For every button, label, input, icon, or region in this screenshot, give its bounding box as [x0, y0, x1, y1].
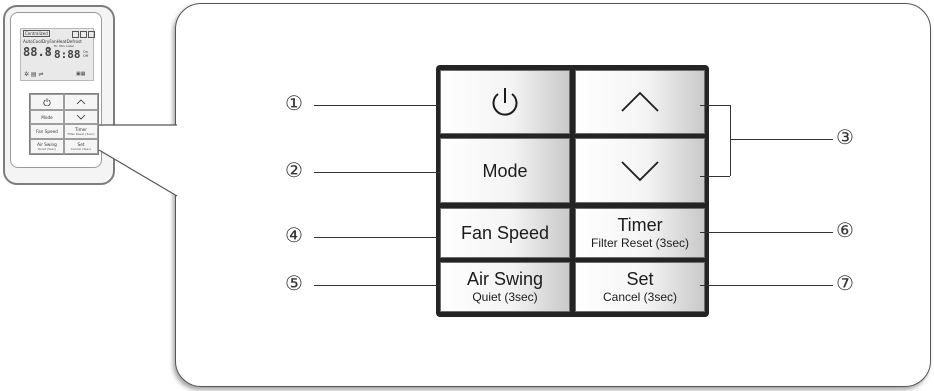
lcd-temperature: 88.8 — [23, 45, 52, 59]
air-swing-button[interactable]: Air Swing Quiet (3sec) — [440, 262, 570, 312]
lcd-mode-row: AutoCoolDryFanHeatDefrost — [23, 39, 82, 44]
lcd-mode-cool: Cool — [32, 39, 42, 44]
mode-button-label: Mode — [482, 160, 528, 181]
lcd-mode-dry: Dry — [41, 39, 50, 44]
mini-up-key — [64, 94, 98, 110]
callout-5: ⑤ — [285, 273, 303, 295]
set-button[interactable]: Set Cancel (3sec) — [575, 262, 705, 312]
temp-down-button[interactable] — [575, 138, 705, 203]
callout-3-bracket-side — [730, 105, 731, 176]
air-swing-label: Air Swing — [466, 269, 544, 289]
lcd-mode-defrost: Defrost — [66, 39, 82, 44]
mini-fan-speed-key: Fan Speed — [30, 124, 64, 139]
chevron-up-icon — [621, 91, 659, 112]
lcd-units: °C°F — [46, 47, 51, 55]
callout-7-line — [700, 285, 833, 286]
mini-mode-key: Mode — [30, 110, 64, 124]
fan-speed-button[interactable]: Fan Speed — [440, 208, 570, 258]
chevron-down-icon — [76, 114, 86, 120]
lcd-fan-icon: ✲ ▤ ⇌ — [24, 71, 44, 78]
callout-5-line — [314, 285, 440, 286]
set-sublabel: Cancel (3sec) — [602, 290, 678, 304]
power-button[interactable] — [440, 70, 570, 134]
air-swing-sublabel: Quiet (3sec) — [472, 290, 538, 304]
chevron-down-icon — [621, 160, 659, 181]
mode-button[interactable]: Mode — [440, 138, 570, 203]
lcd-time: 8:88 — [54, 48, 81, 61]
keypad: Mode Fan Speed Timer Filter Reset (3sec)… — [436, 65, 709, 317]
callout-3: ③ — [836, 127, 854, 149]
timer-button[interactable]: Timer Filter Reset (3sec) — [575, 208, 705, 258]
callout-3-line — [730, 139, 833, 140]
lcd-mode-fan: Fan — [49, 39, 57, 44]
lcd-filter-icon: ▣▦ — [76, 71, 86, 77]
callout-6-line — [700, 232, 833, 233]
callout-2: ② — [285, 160, 303, 182]
callout-2-line — [314, 172, 440, 173]
temp-up-button[interactable] — [575, 70, 705, 134]
lcd-mode-auto: Auto — [23, 39, 33, 44]
callout-3-bracket-top — [700, 105, 730, 106]
mini-power-key — [30, 94, 64, 110]
lcd-mode-heat: Heat — [56, 39, 67, 44]
lcd-centralized-label: Centralized — [23, 30, 50, 37]
set-label: Set — [626, 269, 654, 289]
power-icon — [492, 88, 518, 116]
lcd-time-labels: Hr. Min. Later — [54, 44, 75, 48]
timer-sublabel: Filter Reset (3sec) — [590, 236, 690, 250]
callout-1: ① — [285, 93, 303, 115]
callout-3-bracket-bottom — [700, 176, 730, 177]
callout-6: ⑥ — [836, 220, 854, 242]
callout-7: ⑦ — [836, 273, 854, 295]
power-icon — [43, 98, 51, 106]
chevron-up-icon — [76, 99, 86, 105]
callout-4-line — [314, 237, 440, 238]
lcd-status-icons — [71, 31, 95, 38]
callout-1-line — [314, 105, 440, 106]
fan-speed-label: Fan Speed — [460, 223, 550, 243]
lcd-display: Centralized AutoCoolDryFanHeatDefrost 88… — [20, 28, 95, 81]
mini-down-key — [64, 110, 98, 124]
callout-4: ④ — [285, 225, 303, 247]
timer-label: Timer — [617, 215, 663, 235]
